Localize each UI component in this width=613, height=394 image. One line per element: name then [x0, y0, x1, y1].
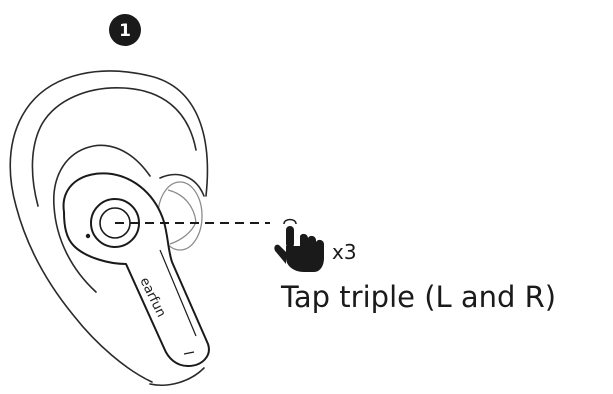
step-badge: 1: [109, 14, 141, 46]
tap-count-label: x3: [332, 240, 357, 264]
ear-outline: [9, 70, 209, 386]
step-number: 1: [119, 21, 131, 41]
hand-tap-icon: [274, 218, 324, 272]
gesture-caption: Tap triple (L and R): [281, 280, 557, 314]
